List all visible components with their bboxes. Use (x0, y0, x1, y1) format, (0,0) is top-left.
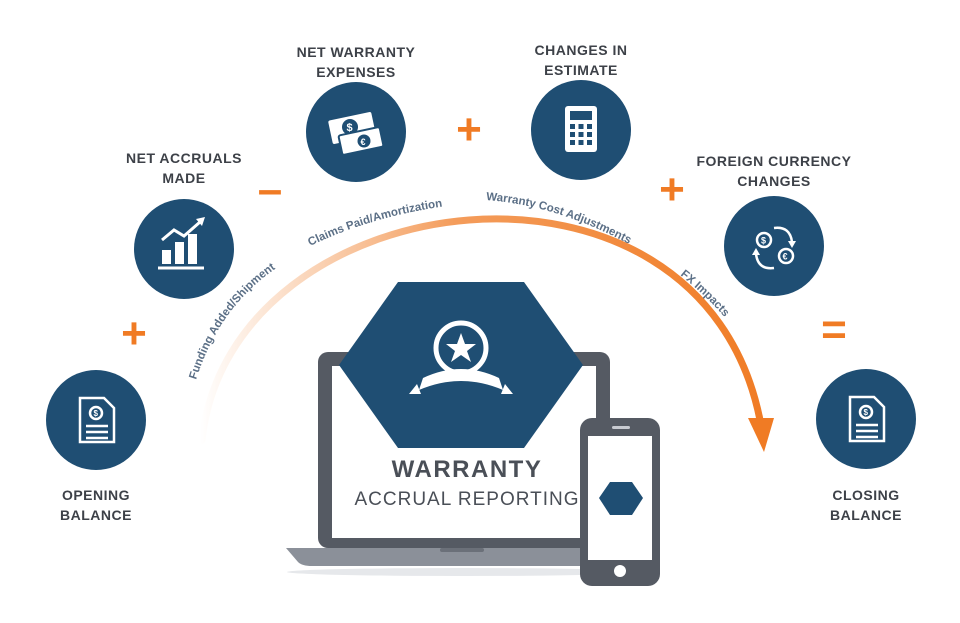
center-subtitle: ACCRUAL REPORTING (355, 489, 580, 510)
center-hexagon-badge (339, 282, 583, 448)
svg-text:€: € (783, 252, 788, 262)
foreign-currency-circle: $ € (724, 196, 824, 296)
center-title: WARRANTY (392, 456, 543, 483)
operator-plus: + (456, 105, 482, 154)
svg-text:$: $ (864, 408, 869, 417)
svg-text:€: € (361, 137, 366, 147)
step-label-line: BALANCE (830, 507, 902, 523)
step-label-line: MADE (162, 170, 206, 186)
step-label-changes-in-estimate: CHANGES IN ESTIMATE (511, 40, 651, 80)
calculator-icon (565, 106, 597, 152)
arrowhead-icon (748, 418, 774, 452)
banknotes-icon: $ € (328, 112, 385, 156)
closing-balance-circle: $ (816, 369, 916, 469)
step-label-line: NET ACCRUALS (126, 150, 242, 166)
operator-plus: + (121, 309, 147, 358)
operator-equals: = (821, 305, 847, 354)
step-label-line: EXPENSES (316, 64, 396, 80)
svg-text:$: $ (761, 236, 766, 246)
operator-plus: + (659, 165, 685, 214)
svg-text:$: $ (347, 122, 353, 134)
step-label-closing-balance: CLOSING BALANCE (816, 485, 916, 525)
operator-minus: – (257, 165, 283, 214)
step-label-line: ESTIMATE (544, 62, 618, 78)
changes-in-estimate-circle (531, 80, 631, 180)
step-label-line: BALANCE (60, 507, 132, 523)
step-label-opening-balance: OPENING BALANCE (46, 485, 146, 525)
step-label-line: CLOSING (832, 487, 900, 503)
step-label-line: CHANGES IN (534, 42, 628, 58)
step-label-line: OPENING (61, 487, 131, 503)
net-warranty-expenses-circle: $ € (306, 82, 406, 182)
step-label-line: NET WARRANTY (296, 44, 416, 60)
arc-label-fx: FX Impacts (678, 268, 731, 319)
opening-balance-circle: $ (46, 370, 146, 470)
step-label-line: CHANGES (737, 173, 811, 189)
award-star-badge-icon (409, 320, 513, 394)
phone-hexagon-icon (599, 482, 643, 515)
svg-text:$: $ (94, 409, 99, 418)
flow-arc-arrow (198, 215, 774, 452)
document-dollar-icon (78, 396, 116, 444)
net-accruals-circle (134, 199, 234, 299)
step-label-foreign-currency: FOREIGN CURRENCY CHANGES (684, 151, 864, 191)
document-dollar-icon (848, 395, 886, 443)
step-label-net-warranty-expenses: NET WARRANTY EXPENSES (286, 42, 426, 82)
step-label-net-accruals: NET ACCRUALS MADE (114, 148, 254, 188)
phone-illustration (580, 418, 660, 586)
bar-chart-trend-icon (158, 217, 205, 270)
step-label-line: FOREIGN CURRENCY (696, 153, 852, 169)
currency-exchange-icon (754, 226, 795, 270)
